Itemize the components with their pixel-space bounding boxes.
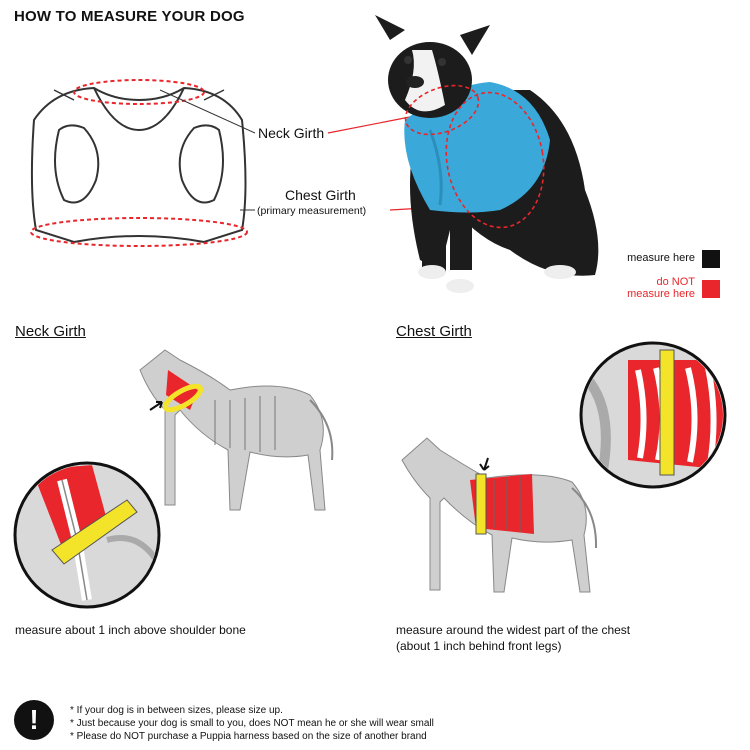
chest-girth-callout: Chest Girth — [285, 187, 356, 203]
chest-girth-caption-line1: measure around the widest part of the ch… — [396, 623, 631, 637]
chest-girth-section-title: Chest Girth — [396, 323, 472, 340]
neck-girth-caption: measure about 1 inch above shoulder bone — [15, 623, 246, 637]
dog-in-harness-photo — [375, 15, 599, 293]
harness-outline-illustration — [30, 79, 248, 247]
neck-girth-zoom-circle — [13, 461, 161, 609]
neck-girth-callout: Neck Girth — [258, 125, 325, 141]
exclamation-icon: ! — [14, 700, 54, 740]
sizing-notes: * If your dog is in between sizes, pleas… — [70, 704, 434, 743]
chest-girth-skeleton-illustration — [401, 437, 598, 593]
legend-measure-here-label: measure here — [627, 252, 695, 264]
legend-black-swatch — [702, 250, 720, 268]
sizing-note: * Just because your dog is small to you,… — [70, 718, 434, 729]
legend-do-not-label-2: measure here — [627, 288, 695, 300]
neck-girth-skeleton-illustration — [139, 349, 334, 511]
legend-do-not-label-1: do NOT — [656, 276, 695, 288]
page-title: HOW TO MEASURE YOUR DOG — [14, 8, 245, 25]
chest-girth-zoom-circle — [579, 341, 727, 489]
legend-red-swatch — [702, 280, 720, 298]
neck-girth-section-title: Neck Girth — [15, 323, 86, 340]
sizing-note: * Please do NOT purchase a Puppia harnes… — [70, 731, 427, 742]
chest-girth-caption-line2: (about 1 inch behind front legs) — [396, 639, 562, 653]
sizing-note: * If your dog is in between sizes, pleas… — [70, 705, 283, 716]
chest-girth-subtitle: (primary measurement) — [257, 205, 367, 217]
